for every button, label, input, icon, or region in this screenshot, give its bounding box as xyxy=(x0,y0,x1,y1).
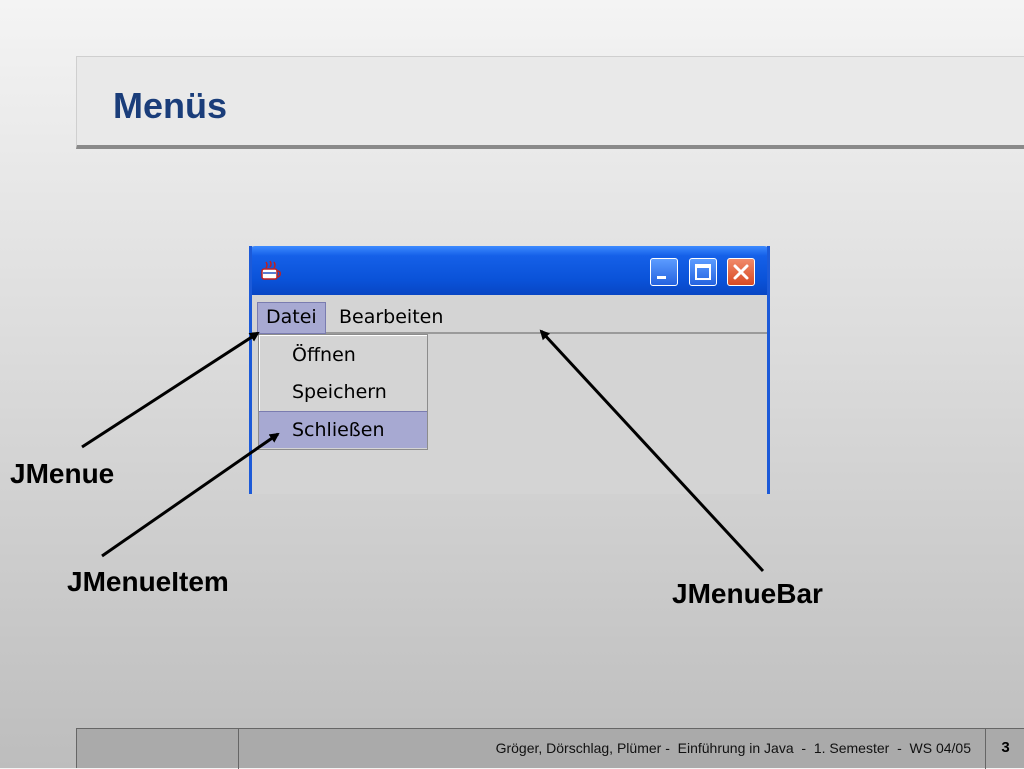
footer: Gröger, Dörschlag, Plümer - Einführung i… xyxy=(76,728,1024,769)
label-jmenueitem: JMenueItem xyxy=(67,566,229,597)
footer-text: Gröger, Dörschlag, Plümer - Einführung i… xyxy=(495,740,971,756)
maximize-button[interactable] xyxy=(689,258,717,286)
title-bar-area: Menüs xyxy=(76,56,1024,149)
close-button[interactable] xyxy=(727,258,755,286)
menu-item-schliessen[interactable]: Schließen xyxy=(259,411,427,448)
label-jmenuebar: JMenueBar xyxy=(672,578,823,609)
menu-item-speichern[interactable]: Speichern xyxy=(292,381,387,403)
page-number: 3 xyxy=(1001,739,1010,756)
window-titlebar[interactable] xyxy=(252,246,767,295)
footer-left-cell xyxy=(77,729,239,769)
java-cup-icon xyxy=(261,260,281,280)
menu-bearbeiten[interactable]: Bearbeiten xyxy=(339,306,444,328)
footer-divider xyxy=(985,729,986,769)
label-jmenue: JMenue xyxy=(10,458,115,489)
minimize-icon xyxy=(657,276,666,279)
arrow-jmenueitem xyxy=(101,432,280,558)
slide-title: Menüs xyxy=(113,85,228,126)
menubar: Datei Bearbeiten xyxy=(252,295,767,334)
maximize-icon xyxy=(695,264,711,280)
popup-menu: Öffnen Speichern Schließen xyxy=(258,334,428,450)
close-icon xyxy=(733,264,749,280)
arrow-jmenuebar xyxy=(539,329,765,573)
menu-item-oeffnen[interactable]: Öffnen xyxy=(292,344,356,366)
menu-datei[interactable]: Datei xyxy=(257,302,326,334)
arrow-jmenue xyxy=(81,331,260,449)
minimize-button[interactable] xyxy=(650,258,678,286)
java-window: Datei Bearbeiten Öffnen Speichern Schlie… xyxy=(249,246,770,494)
